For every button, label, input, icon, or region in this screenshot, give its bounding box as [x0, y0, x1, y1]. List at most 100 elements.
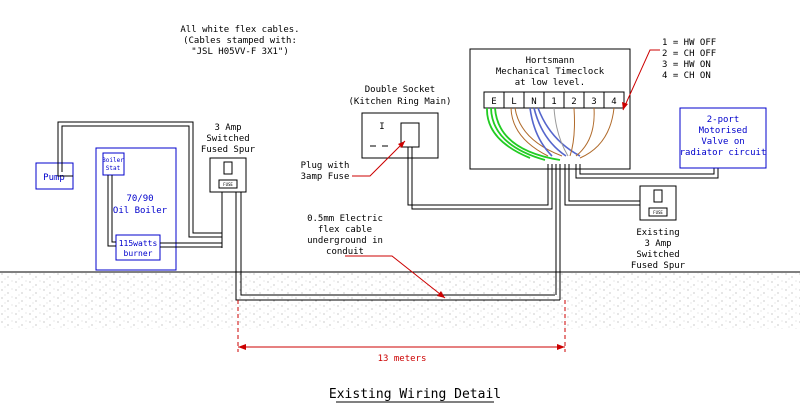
distance-label: 13 meters [378, 354, 427, 364]
terminal-4: 4 [611, 97, 616, 107]
plug-leader-arrow [398, 141, 405, 148]
boiler-name-line-2: Oil Boiler [113, 206, 168, 216]
legend-item-1: 1 = HW OFF [662, 38, 716, 48]
boiler-stat-line-2: Stat [106, 165, 121, 172]
flex-cable-note: All white flex cables. (Cables stamped w… [180, 25, 299, 57]
boiler-stat-box [102, 152, 125, 176]
buried-cable-upper [240, 192, 555, 296]
left-spur-line-1: 3 Amp [214, 123, 241, 133]
cable-line-1: 0.5mm Electric [307, 214, 383, 224]
cable-note: 0.5mm Electric flex cable underground in… [307, 214, 446, 299]
left-spur-line-2: Switched [206, 134, 249, 144]
socket-plug [400, 122, 420, 148]
right-spur-box [639, 185, 677, 221]
terminal-l: L [511, 97, 516, 107]
boiler-casing [95, 147, 177, 271]
switch-core-1 [553, 107, 569, 157]
boiler-stat-line-1: Boiler [102, 157, 124, 164]
cable-leader-arrow [437, 291, 445, 298]
socket-switch-mark: I [379, 122, 384, 132]
switch-core-4 [579, 107, 615, 159]
cable-line-4: conduit [326, 247, 364, 257]
live-core-1 [510, 107, 549, 157]
note-line-2: (Cables stamped with: [183, 36, 297, 46]
note-line-1: All white flex cables. [180, 25, 299, 35]
ground [0, 271, 800, 329]
boiler-stat-wire-2 [111, 175, 116, 243]
right-spur-line-1: Existing [636, 228, 679, 238]
burner-line-1: 115watts [119, 239, 158, 248]
left-spur-fuse [218, 179, 238, 189]
cable-line-3: underground in [307, 236, 383, 246]
timeclock-line-2: Mechanical Timeclock [496, 67, 605, 77]
legend-leader-arrow [622, 102, 628, 110]
timeclock-line-1: Hortsmann [526, 56, 575, 66]
cable-leader-line [345, 255, 446, 299]
timeclock-line-3: at low level. [515, 78, 585, 88]
switch-core-2 [569, 107, 575, 157]
neutral-core-1 [529, 107, 553, 157]
terminal-2: 2 [571, 97, 576, 107]
left-spur-switch [223, 161, 233, 175]
neutral-core-2 [533, 107, 567, 157]
socket-box [361, 112, 439, 159]
right-spur-switch [653, 189, 663, 203]
boiler-name-line-1: 70/90 [126, 194, 153, 204]
socket-cable-1 [407, 147, 549, 206]
right-spur-line-2: 3 Amp [644, 239, 671, 249]
plug-note: Plug with 3amp Fuse [301, 140, 406, 182]
valve-line-2: Motorised [699, 126, 748, 136]
terminal-1: 1 [551, 97, 556, 107]
terminal-legend: 1 = HW OFF 2 = CH OFF 3 = HW ON 4 = CH O… [622, 38, 716, 111]
legend-leader-line [622, 49, 660, 111]
distance-dimension: 13 meters [237, 300, 566, 364]
right-spur-fuse [648, 207, 668, 217]
pump-label: Pump [43, 173, 65, 183]
right-spur-fuse-label: FUSE [653, 210, 663, 215]
dimension-arrow-left [238, 344, 246, 350]
boiler-stat-wire-1 [107, 175, 116, 247]
valve-box [679, 107, 767, 169]
terminal-e: E [491, 97, 496, 107]
valve-line-4: radiator circuit [680, 148, 767, 158]
drawing-title: Existing Wiring Detail [329, 387, 501, 403]
double-socket: Double Socket (Kitchen Ring Main) I [349, 85, 451, 159]
terminal-strip: E L N 1 2 3 4 [483, 91, 625, 109]
live-core-2 [514, 107, 563, 157]
pump-cable-outer [57, 121, 222, 234]
dimension-arrow-right [557, 344, 565, 350]
plug-line-2: 3amp Fuse [301, 172, 350, 182]
timeclock-to-valve-1 [575, 164, 719, 179]
timeclock-to-spur-2 [568, 164, 640, 202]
left-spur-box [209, 157, 247, 193]
legend-item-3: 3 = HW ON [662, 60, 711, 70]
cable-line-2: flex cable [318, 225, 372, 235]
neutral-core-3 [537, 107, 581, 157]
earth-core-1 [486, 107, 531, 159]
timeclock-to-spur-1 [564, 164, 640, 206]
switch-core-3 [575, 107, 595, 157]
socket-cable-2 [411, 147, 553, 210]
left-spur-line-3: Fused Spur [201, 145, 256, 155]
left-spur-fuse-label: FUSE [223, 182, 233, 187]
earth-core-3 [494, 107, 561, 161]
title-text: Existing Wiring Detail [329, 387, 501, 402]
motorised-valve: 2-port Motorised Valve on radiator circu… [679, 107, 767, 169]
soil-hatching [0, 273, 800, 329]
legend-item-2: 2 = CH OFF [662, 49, 716, 59]
timeclock-box [469, 48, 631, 170]
note-line-3: "JSL H05VV-F 3X1") [191, 47, 289, 57]
right-fused-spur: FUSE Existing 3 Amp Switched Fused Spur [631, 185, 686, 271]
legend-item-4: 4 = CH ON [662, 71, 711, 81]
timeclock: Hortsmann Mechanical Timeclock at low le… [469, 48, 631, 170]
earth-core-2 [490, 107, 546, 161]
terminal-n: N [531, 97, 536, 107]
left-fused-spur: 3 Amp Switched Fused Spur FUSE [201, 123, 256, 193]
right-spur-line-4: Fused Spur [631, 261, 686, 271]
plug-leader-line [352, 140, 406, 177]
valve-line-3: Valve on [701, 137, 744, 147]
plug-line-1: Plug with [301, 161, 350, 171]
burner-line-2: burner [124, 249, 153, 258]
socket-line-1: Double Socket [365, 85, 435, 95]
